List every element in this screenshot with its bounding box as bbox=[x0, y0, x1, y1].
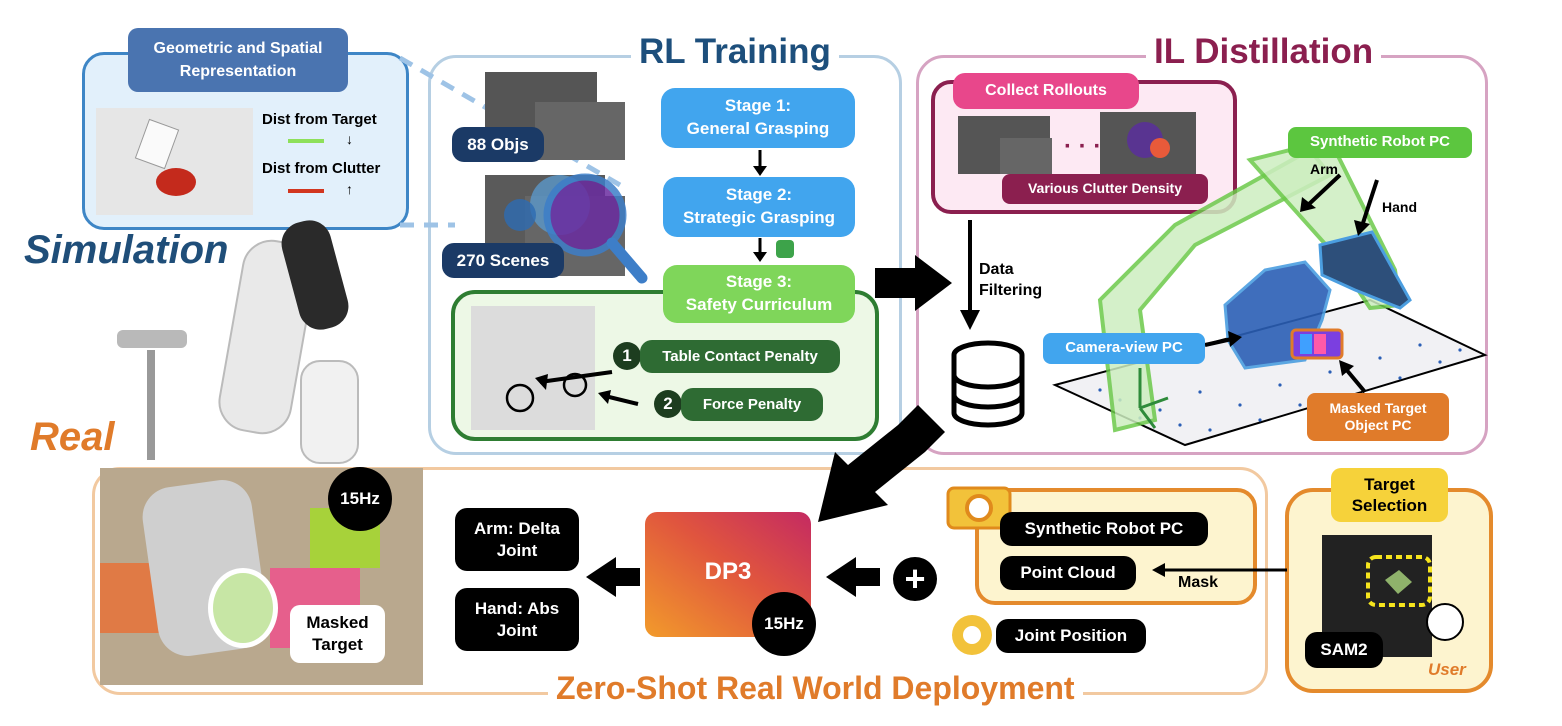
camera-view-pc-badge: Camera-view PC bbox=[1043, 333, 1205, 364]
sim-hand-image bbox=[96, 108, 253, 215]
hand-output-box: Hand: Abs Joint bbox=[455, 588, 579, 651]
rl-training-title: RL Training bbox=[631, 32, 839, 72]
robot-arm-image bbox=[200, 210, 360, 470]
masked-target-tag: Masked Target bbox=[290, 605, 385, 663]
penalty2-number: 2 bbox=[654, 390, 682, 418]
joint-position-text: Joint Position bbox=[1014, 626, 1128, 646]
plus-text: + bbox=[904, 558, 926, 599]
penalty2-pill: Force Penalty bbox=[681, 388, 823, 421]
dist-target-label: Dist from Target bbox=[262, 111, 377, 128]
dist-target-line bbox=[288, 139, 324, 143]
dp3-hz-badge: 15Hz bbox=[752, 592, 816, 656]
stage3-box: Stage 3: Safety Curriculum bbox=[663, 265, 855, 323]
target-selection-text: Target Selection bbox=[1351, 474, 1428, 515]
arm-output-box: Arm: Delta Joint bbox=[455, 508, 579, 571]
svg-text:· · ·: · · · bbox=[1064, 133, 1101, 160]
target-selection-badge: Target Selection bbox=[1331, 468, 1448, 522]
point-cloud-box: Point Cloud bbox=[1000, 556, 1136, 590]
masked-target-pc-badge: Masked Target Object PC bbox=[1307, 393, 1449, 441]
photo-hz-badge: 15Hz bbox=[328, 467, 392, 531]
geometric-title-text: Geometric and Spatial Representation bbox=[153, 39, 323, 80]
scenes-text: 270 Scenes bbox=[456, 250, 550, 270]
stage1-text: Stage 1: General Grasping bbox=[686, 96, 830, 138]
stage3-text: Stage 3: Safety Curriculum bbox=[685, 272, 833, 314]
sam2-text: SAM2 bbox=[1320, 640, 1368, 660]
masked-target-pc-text: Masked Target Object PC bbox=[1329, 399, 1427, 434]
arrow-down-icon: ↓ bbox=[346, 131, 353, 147]
synthetic-robot-pc-text: Synthetic Robot PC bbox=[1309, 133, 1450, 151]
clutter-density-text: Various Clutter Density bbox=[1027, 180, 1183, 197]
camera-tripod-image bbox=[112, 325, 192, 465]
user-label: User bbox=[1428, 660, 1466, 679]
masked-target-text: Masked Target bbox=[306, 612, 369, 654]
dp3-label: DP3 bbox=[704, 558, 752, 585]
collect-rollouts-badge: Collect Rollouts bbox=[953, 73, 1139, 109]
stage2-text: Stage 2: Strategic Grasping bbox=[682, 185, 836, 227]
hand-label: Hand bbox=[1382, 199, 1417, 215]
dist-clutter-label: Dist from Clutter bbox=[262, 160, 381, 177]
mask-label: Mask bbox=[1178, 574, 1219, 591]
penalty1-text: Table Contact Penalty bbox=[662, 348, 818, 365]
simulation-label: Simulation bbox=[24, 228, 229, 272]
penalty2-text: Force Penalty bbox=[702, 396, 802, 413]
joint-position-box: Joint Position bbox=[996, 619, 1146, 653]
point-cloud-text: Point Cloud bbox=[1020, 563, 1116, 583]
arm-label: Arm bbox=[1310, 161, 1339, 177]
deploy-synthetic-pc-box: Synthetic Robot PC bbox=[1000, 512, 1208, 546]
data-filtering-label: Data Filtering bbox=[979, 261, 1043, 299]
objs-text: 88 Objs bbox=[467, 134, 529, 154]
sensor-inputs-panel bbox=[975, 488, 1257, 605]
collect-rollouts-text: Collect Rollouts bbox=[985, 82, 1107, 99]
camera-view-pc-text: Camera-view PC bbox=[1065, 339, 1183, 357]
sam2-badge: SAM2 bbox=[1305, 632, 1383, 668]
arrow-up-icon: ↑ bbox=[346, 181, 353, 197]
geometric-title: Geometric and Spatial Representation bbox=[128, 28, 348, 92]
objs-badge: 88 Objs bbox=[452, 127, 544, 162]
penalty1-pill: Table Contact Penalty bbox=[640, 340, 840, 373]
real-label: Real bbox=[30, 415, 115, 459]
plus-icon: + bbox=[893, 557, 937, 601]
photo-hz-text: 15Hz bbox=[340, 489, 380, 508]
il-distillation-title: IL Distillation bbox=[1146, 32, 1382, 72]
clutter-density-badge: Various Clutter Density bbox=[1002, 174, 1208, 204]
synthetic-robot-pc-badge: Synthetic Robot PC bbox=[1288, 127, 1472, 158]
dp3-hz-text: 15Hz bbox=[764, 614, 804, 633]
deploy-synthetic-pc-text: Synthetic Robot PC bbox=[1024, 519, 1184, 539]
dist-clutter-line bbox=[288, 189, 324, 193]
arm-output-text: Arm: Delta Joint bbox=[474, 519, 560, 560]
deployment-title: Zero-Shot Real World Deployment bbox=[548, 670, 1083, 707]
scenes-badge: 270 Scenes bbox=[442, 243, 564, 278]
stage1-box: Stage 1: General Grasping bbox=[661, 88, 855, 148]
penalty1-number: 1 bbox=[613, 342, 641, 370]
hand-output-text: Hand: Abs Joint bbox=[474, 599, 560, 640]
stage2-box: Stage 2: Strategic Grasping bbox=[663, 177, 855, 237]
